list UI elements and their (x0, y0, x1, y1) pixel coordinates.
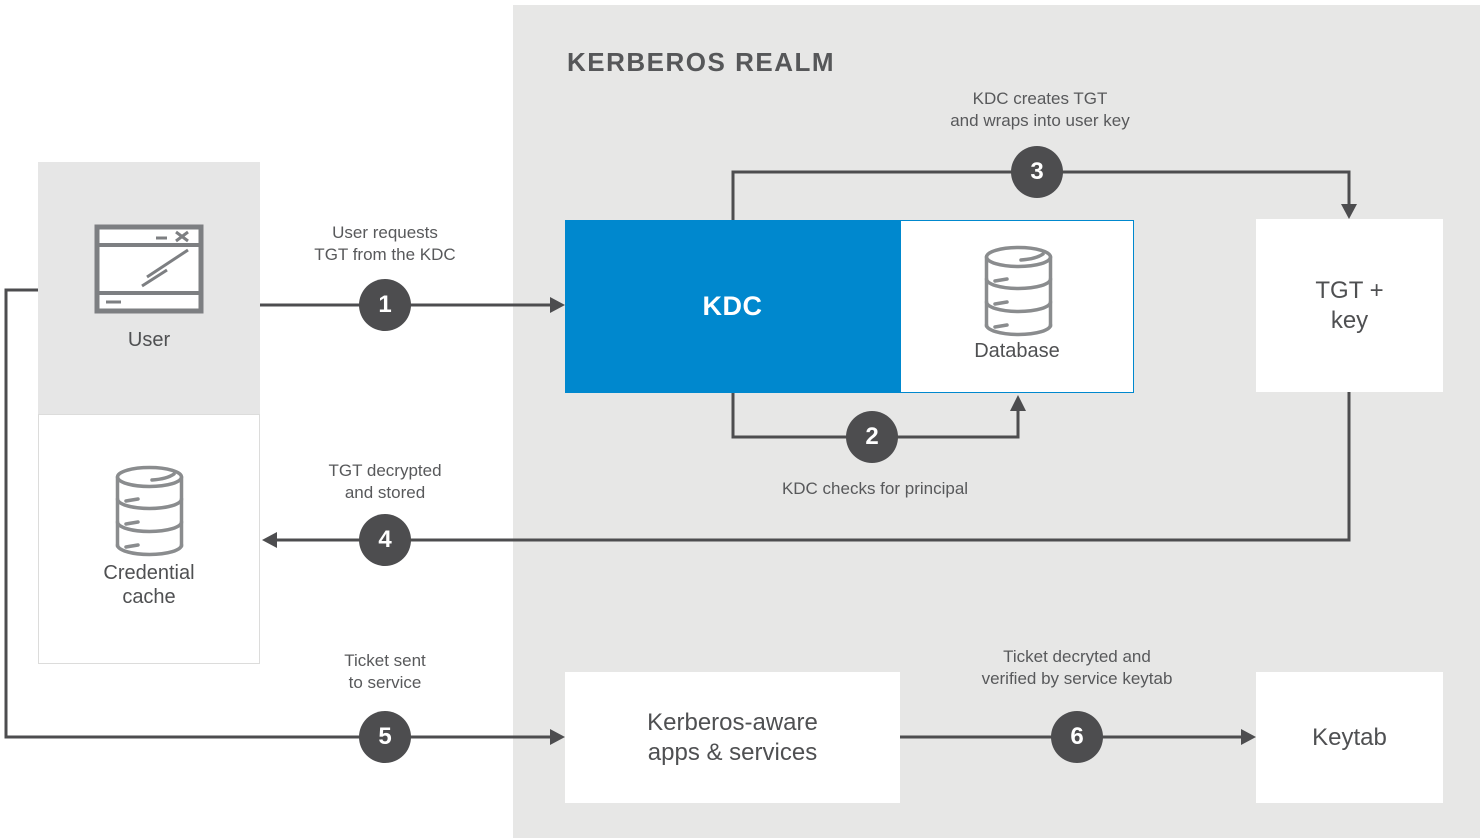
kerberos-apps-box: Kerberos-aware apps & services (565, 672, 900, 803)
step-5-number: 5 (378, 723, 392, 750)
window-icon (94, 224, 204, 319)
step-6-label: Ticket decryted and verified by service … (981, 647, 1173, 689)
user-box: User (38, 162, 260, 414)
step-3-label: KDC creates TGT and wraps into user key (950, 89, 1130, 131)
kerberos-apps-label: Kerberos-aware apps & services (647, 709, 818, 766)
step-6-badge: 6 (1051, 711, 1103, 763)
step-4-badge: 4 (359, 514, 411, 566)
step-4-label: TGT decrypted and stored (328, 461, 442, 503)
step-2-label: KDC checks for principal (781, 479, 969, 498)
arrowhead-3 (1341, 204, 1357, 219)
step-1-badge: 1 (359, 279, 411, 331)
arrowhead-2 (1010, 395, 1026, 411)
step-5-badge: 5 (359, 711, 411, 763)
arrow-line-5 (4, 288, 551, 739)
database-icon (112, 465, 187, 562)
credential-cache-box: Credential cache (38, 414, 260, 664)
step-1-label: User requests TGT from the KDC (314, 223, 456, 265)
arrowhead-6 (1241, 729, 1256, 745)
step-2-badge: 2 (846, 411, 898, 463)
step-1-number: 1 (378, 291, 392, 318)
kdc-box: KDC (565, 220, 900, 393)
step-3-number: 3 (1030, 158, 1044, 185)
arrow-line-4 (276, 392, 1351, 542)
database-icon (981, 245, 1056, 342)
user-label: User (127, 329, 171, 351)
tgt-key-label: TGT + key (1315, 277, 1384, 334)
step-6-number: 6 (1070, 723, 1084, 750)
step-5-label: Ticket sent to service (344, 651, 426, 693)
database-label: Database (974, 340, 1060, 362)
step-4-number: 4 (378, 526, 392, 553)
arrowhead-1 (550, 297, 565, 313)
step-3-badge: 3 (1011, 146, 1063, 198)
kdc-label: KDC (702, 291, 763, 322)
arrowhead-5 (550, 729, 565, 745)
tgt-key-box: TGT + key (1256, 219, 1443, 392)
keytab-label: Keytab (1312, 723, 1387, 751)
keytab-box: Keytab (1256, 672, 1443, 803)
arrowhead-4 (262, 532, 277, 548)
realm-title: KERBEROS REALM (567, 47, 836, 77)
step-2-number: 2 (865, 423, 879, 450)
database-box: Database (900, 220, 1134, 393)
credential-cache-label: Credential cache (103, 562, 195, 609)
